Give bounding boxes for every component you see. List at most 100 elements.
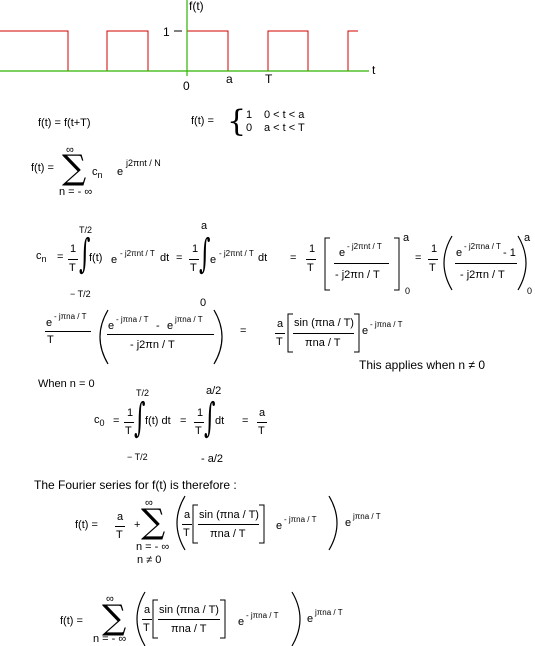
- integral-symbol: ∫: [204, 395, 216, 441]
- integral-symbol: ∫: [79, 231, 91, 277]
- c0-int-lower: − T/2: [127, 452, 148, 462]
- when-n-zero: When n = 0: [38, 378, 95, 390]
- f2-exp2: jπna / T: [315, 608, 343, 617]
- cn-dt2: dt: [258, 252, 268, 264]
- c0-equals-3: =: [242, 415, 249, 427]
- c0-frac-bar: [124, 422, 134, 423]
- f2-sum-upper: ∞: [106, 593, 114, 605]
- l2-sinc-den: πna / T: [305, 337, 341, 349]
- paren-den: - j2πn / T: [460, 269, 505, 281]
- f1-inner-T: T: [183, 527, 190, 539]
- summation-symbol: ∑: [102, 598, 127, 638]
- c0-frac-one: 1: [127, 407, 134, 419]
- f1-exp1: - jπna / T: [284, 515, 317, 524]
- left-brace-symbol: {: [227, 104, 247, 139]
- bracket-num-e: e: [339, 247, 346, 259]
- case2-condition: a < t < T: [264, 122, 305, 134]
- l2-num-minus: -: [156, 320, 160, 332]
- case2-value: 0: [246, 122, 253, 134]
- bracket-den: - j2πn / T: [335, 269, 380, 281]
- paren-num-e: e: [456, 247, 463, 259]
- c0-int2-lower: - a/2: [201, 453, 224, 465]
- cn-e: e: [111, 254, 118, 266]
- summation-symbol: ∑: [141, 502, 166, 542]
- cn-equals-3: =: [290, 252, 297, 264]
- f1-e1: e: [276, 520, 283, 532]
- l2-pref-T: T: [47, 334, 54, 346]
- series-upper-limit: ∞: [66, 144, 74, 156]
- paren-frac-bar: [455, 263, 517, 264]
- eval-upper: a: [403, 232, 410, 244]
- c0-frac-T: T: [125, 425, 132, 437]
- tick-0-label: 0: [183, 79, 190, 93]
- c0-T: T: [258, 425, 265, 437]
- f1-plus: +: [134, 519, 141, 531]
- l2-pref-exp: - jπna / T: [54, 312, 87, 321]
- f2-lhs: f(t) =: [60, 615, 83, 627]
- paren-lower: 0: [527, 286, 533, 296]
- f1-sinc-num: sin (πna / T): [199, 509, 259, 521]
- cn-frac2-bar: [189, 259, 199, 260]
- f2-e2: e: [307, 613, 314, 625]
- f1-a: a: [117, 511, 124, 523]
- f1-exp2: jπna / T: [353, 512, 381, 521]
- bracket-num-exp: - j2πnt / T: [347, 242, 382, 251]
- cn-exp2: - j2πnt / T: [219, 249, 254, 258]
- cn-frac-bar: [68, 259, 78, 260]
- piecewise-lhs: f(t) =: [191, 115, 214, 127]
- c0-int2-upper: a/2: [206, 385, 222, 397]
- eval-lower: 0: [405, 286, 411, 296]
- cn-int2-upper: a: [201, 220, 208, 232]
- f2-sum-lower: n = - ∞: [93, 633, 127, 645]
- f1-a-bar: [115, 526, 125, 527]
- c0-frac2-one: 1: [197, 407, 204, 419]
- l2-num-e2: e: [167, 320, 174, 332]
- case1-value: 1: [246, 109, 253, 121]
- t-axis-label: t: [372, 63, 376, 77]
- series-lhs: f(t) =: [31, 162, 54, 174]
- cn-dt: dt: [160, 252, 170, 264]
- series-exp-base: e: [117, 166, 124, 178]
- l2-den: - j2πn / T: [130, 339, 175, 351]
- f1-T: T: [116, 529, 123, 541]
- l2-a: a: [277, 318, 284, 330]
- tick-1-label: 1: [163, 25, 170, 39]
- cn-frac2-one: 1: [192, 243, 199, 255]
- c0-lhs: c0: [94, 414, 105, 429]
- conclusion-text: The Fourier series for f(t) is therefore…: [34, 478, 237, 492]
- f2-a-bar: [142, 619, 152, 620]
- cn-frac4-T: T: [429, 262, 436, 274]
- cn-int2-lower: 0: [200, 297, 207, 309]
- cn-frac-one: 1: [70, 243, 77, 255]
- l2-num-exp2: jπna / T: [175, 315, 203, 324]
- paren-num-tail: - 1: [503, 247, 516, 259]
- c0-dt: dt: [215, 415, 225, 427]
- c0-a: a: [259, 407, 266, 419]
- cn-ft: f(t): [89, 252, 103, 264]
- f1-inner-a-bar: [182, 524, 192, 525]
- f1-e2: e: [345, 517, 352, 529]
- integral-symbol: ∫: [134, 395, 146, 441]
- c0-equals-2: =: [180, 415, 187, 427]
- c0-ft-dt: f(t) dt: [145, 415, 171, 427]
- l2-equals: =: [240, 325, 247, 337]
- tick-T-label: T: [265, 72, 273, 86]
- cn-frac3-bar: [306, 259, 316, 260]
- series-exponent: j2πnt / N: [126, 158, 161, 168]
- c0-frac2-bar: [194, 422, 204, 423]
- cn-exp: - j2πnt / T: [120, 249, 155, 258]
- f1-sum-upper: ∞: [145, 497, 153, 509]
- f2-sinc-num: sin (πna / T): [159, 604, 219, 616]
- summation-symbol: ∑: [62, 148, 87, 188]
- tick-a-label: a: [226, 72, 233, 86]
- cn-frac3-T: T: [307, 262, 314, 274]
- cn-frac-T: T: [69, 262, 76, 274]
- paren-num-exp: - j2πna / T: [464, 242, 501, 251]
- f2-exp1: - jπna / T: [246, 611, 279, 620]
- cn-equals-2: =: [176, 252, 183, 264]
- l2-sinc-num: sin (πna / T): [294, 317, 354, 329]
